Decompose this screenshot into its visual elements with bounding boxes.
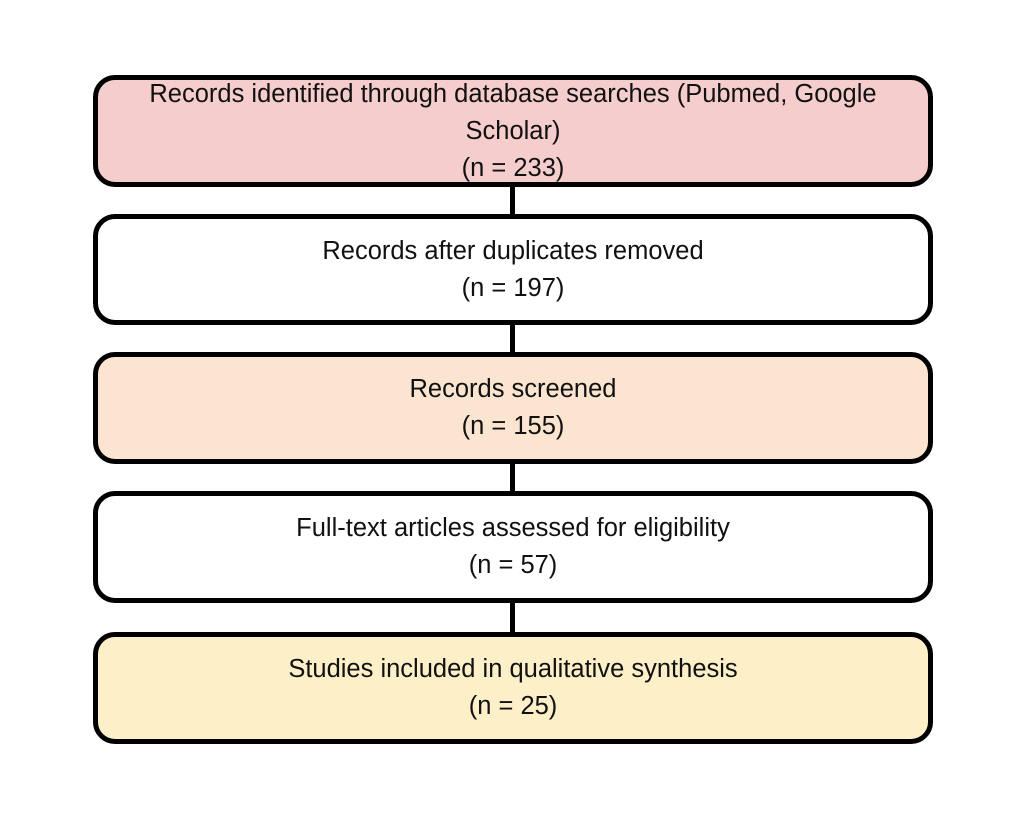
flow-connector-duplicates-to-screened bbox=[510, 323, 515, 354]
flow-connector-screened-to-fulltext bbox=[510, 462, 515, 493]
flow-connector-identification-to-duplicates bbox=[510, 185, 515, 216]
flow-node-included-qualitative: Studies included in qualitative synthesi… bbox=[93, 632, 933, 744]
flow-node-duplicates-removed-count: (n = 197) bbox=[461, 273, 565, 302]
flow-node-screened: Records screened (n = 155) bbox=[93, 352, 933, 464]
flow-connector-fulltext-to-included bbox=[510, 601, 515, 634]
flow-node-identification-count: (n = 233) bbox=[461, 153, 565, 182]
flow-node-duplicates-removed: Records after duplicates removed (n = 19… bbox=[93, 214, 933, 325]
flow-node-duplicates-removed-label: Records after duplicates removed bbox=[322, 236, 704, 265]
flow-node-screened-count: (n = 155) bbox=[461, 412, 565, 440]
flow-node-identification: Records identified through database sear… bbox=[93, 75, 933, 187]
flow-node-full-text-assessed: Full-text articles assessed for eligibil… bbox=[93, 491, 933, 603]
flow-node-included-qualitative-label: Studies included in qualitative synthesi… bbox=[288, 655, 738, 683]
flow-node-screened-label: Records screened bbox=[409, 375, 617, 403]
flow-node-full-text-assessed-label: Full-text articles assessed for eligibil… bbox=[296, 514, 730, 542]
flow-node-full-text-assessed-count: (n = 57) bbox=[468, 551, 558, 579]
flow-node-included-qualitative-count: (n = 25) bbox=[468, 692, 558, 720]
flow-node-identification-label: Records identified through database sear… bbox=[149, 79, 877, 145]
